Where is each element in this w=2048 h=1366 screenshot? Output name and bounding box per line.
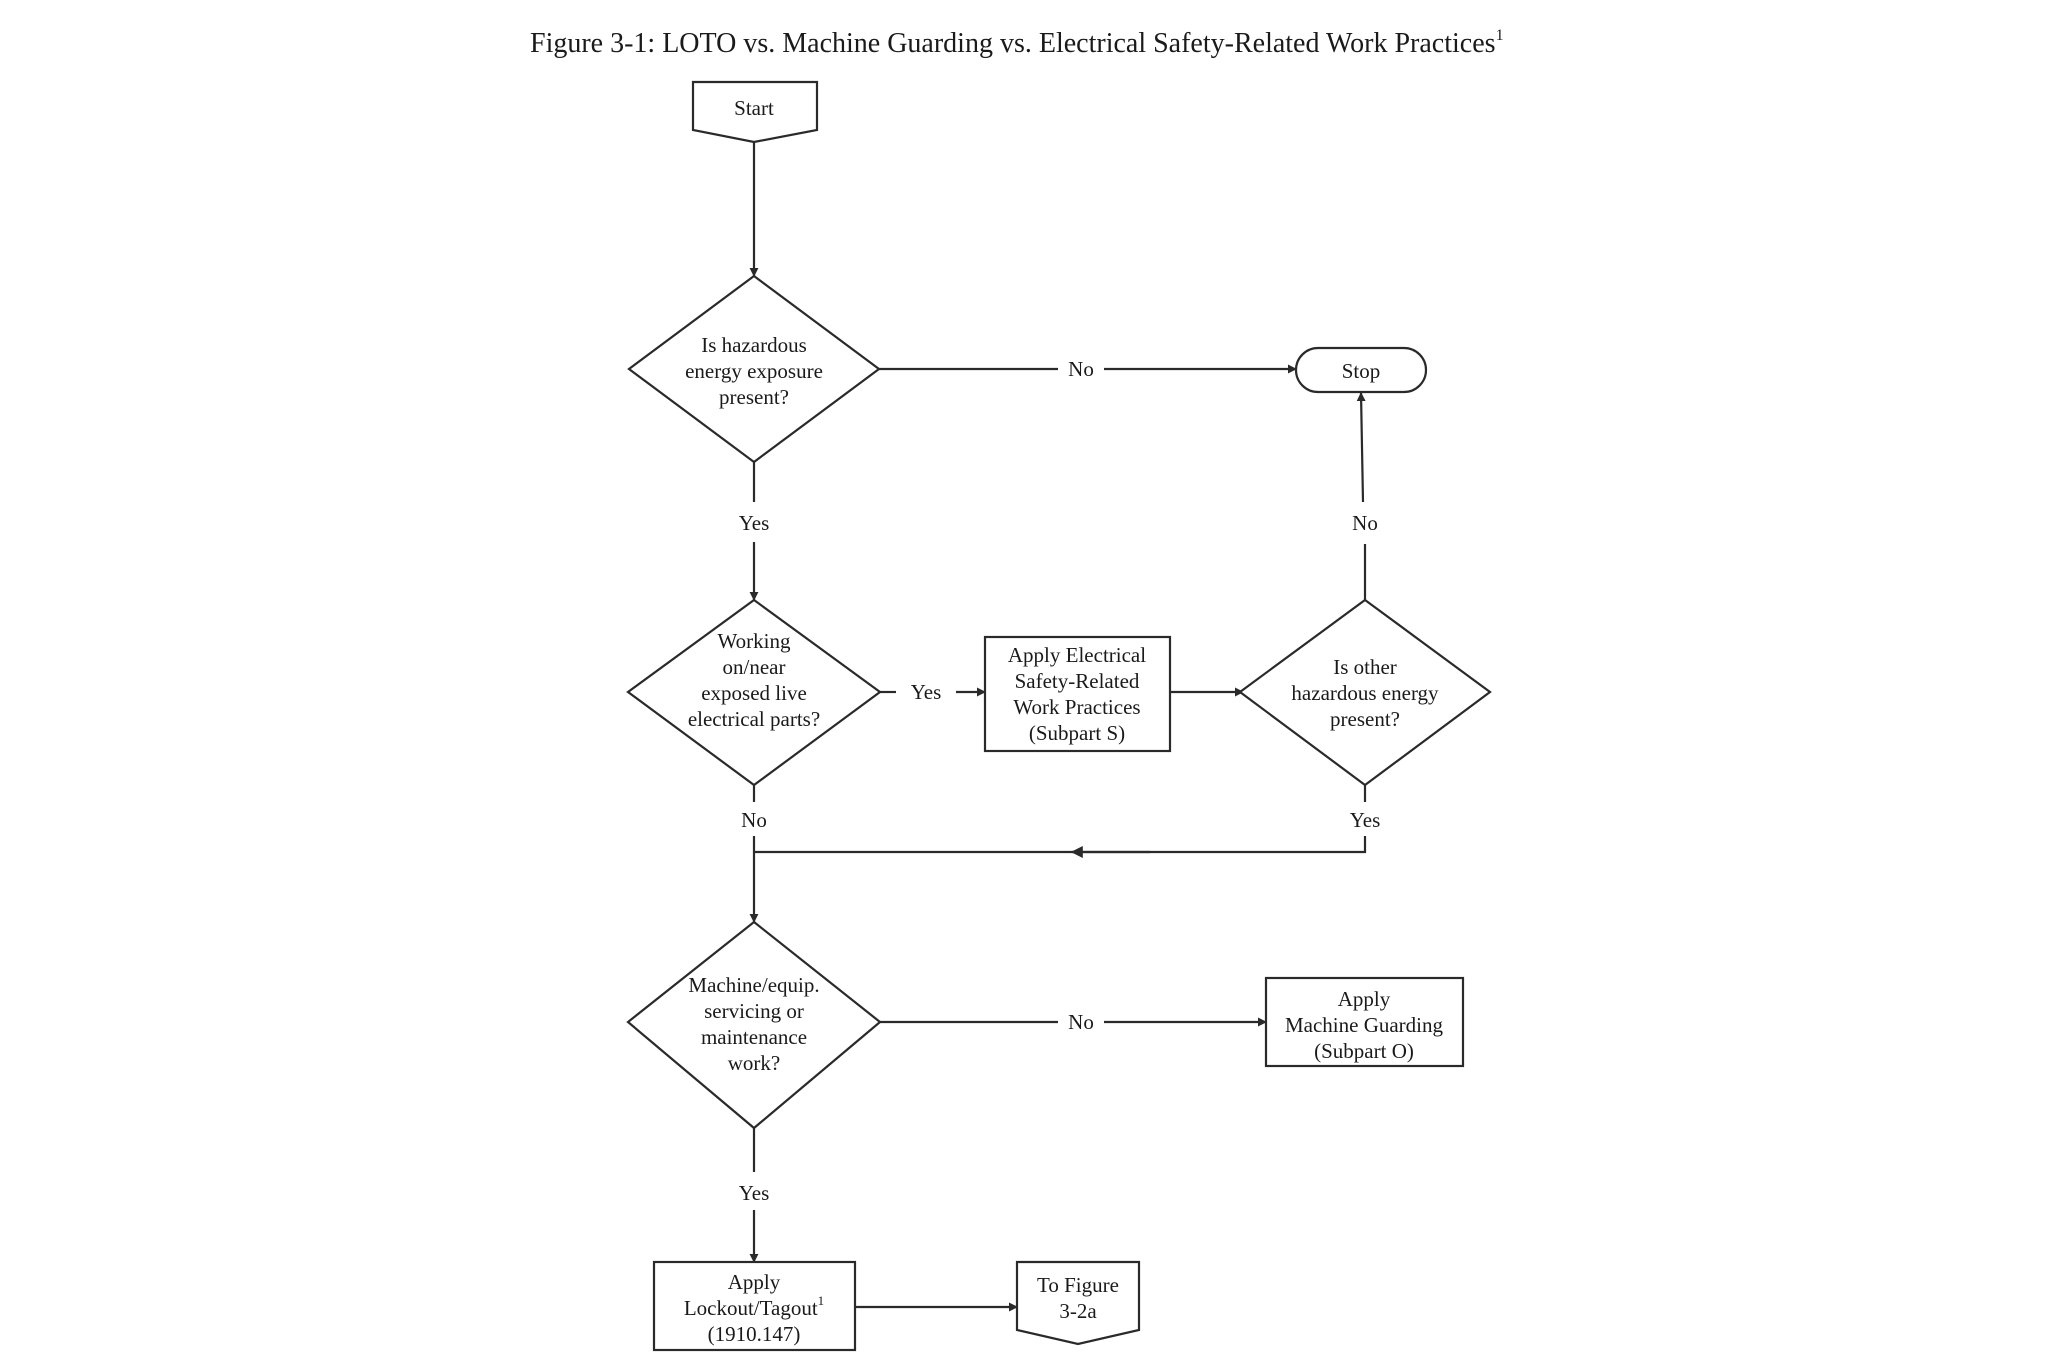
label-hazard-no: No [1068,357,1094,381]
decision-servicing-maintenance: Machine/equip. servicing or maintenance … [626,920,882,1130]
apply-machine-guarding-box-line-2: Machine Guarding [1285,1013,1444,1037]
decision-servicing-maintenance-line-3: maintenance [701,1025,807,1049]
decision-live-electrical-parts: Working on/near exposed live electrical … [626,598,882,787]
decision-hazardous-energy: Is hazardous energy exposure present? [627,274,881,464]
apply-lockout-tagout-box-line-1: Apply [728,1270,781,1294]
start-node: Start [691,80,819,144]
apply-machine-guarding-box-line-1: Apply [1338,987,1391,1011]
edges [749,142,1367,1312]
apply-lockout-tagout-box-line-3: (1910.147) [708,1322,801,1346]
apply-electrical-practices-box: Apply Electrical Safety-Related Work Pra… [983,635,1172,753]
apply-machine-guarding-box-line-3: (Subpart O) [1314,1039,1414,1063]
decision-other-hazardous-energy-line-2: hazardous energy [1291,681,1439,705]
apply-electrical-practices-box-line-4: (Subpart S) [1029,721,1125,745]
figure-title: Figure 3-1: LOTO vs. Machine Guarding vs… [530,27,1504,59]
label-live-no: No [741,808,767,832]
label-servicing-no: No [1068,1010,1094,1034]
label-servicing-yes: Yes [739,1181,770,1205]
decision-live-electrical-parts-line-3: exposed live [701,681,807,705]
label-other-no: No [1352,511,1378,535]
decision-servicing-maintenance-line-4: work? [728,1051,780,1075]
label-hazard-yes: Yes [739,511,770,535]
decision-other-hazardous-energy-line-1: Is other [1333,655,1397,679]
apply-electrical-practices-box-line-1: Apply Electrical [1008,643,1146,667]
edge-other-to-stop [1356,392,1366,503]
decision-live-electrical-parts-line-2: on/near [723,655,786,679]
stop-label: Stop [1342,359,1381,383]
apply-electrical-practices-box-line-2: Safety-Related [1015,669,1140,693]
decision-servicing-maintenance-line-2: servicing or [704,999,804,1023]
decision-other-hazardous-energy-line-3: present? [1330,707,1400,731]
decision-live-electrical-parts-line-4: electrical parts? [688,707,820,731]
decision-servicing-maintenance-line-1: Machine/equip. [688,973,819,997]
apply-machine-guarding-box: Apply Machine Guarding (Subpart O) [1264,976,1465,1068]
apply-lockout-tagout-box: Apply Lockout/Tagout1 (1910.147) [652,1260,857,1352]
label-live-yes: Yes [911,680,942,704]
decision-hazardous-energy-line-3: present? [719,385,789,409]
to-figure-connector: To Figure 3-2a [1015,1260,1141,1346]
apply-lockout-tagout-box-line-2: Lockout/Tagout1 [684,1293,824,1320]
stop-node: Stop [1294,346,1428,394]
decision-hazardous-energy-line-1: Is hazardous [701,333,807,357]
label-other-yes: Yes [1350,808,1381,832]
edge-labels: No Yes Yes No No Yes No Yes [739,357,1381,1205]
to-figure-connector-line-2: 3-2a [1059,1299,1097,1323]
to-figure-connector-line-1: To Figure [1037,1273,1119,1297]
edge-other-yes-merge [754,836,1367,854]
decision-live-electrical-parts-line-1: Working [718,629,791,653]
decision-hazardous-energy-line-2: energy exposure [685,359,823,383]
apply-electrical-practices-box-line-3: Work Practices [1013,695,1140,719]
start-label: Start [734,96,774,120]
decision-other-hazardous-energy: Is other hazardous energy present? [1238,598,1492,787]
